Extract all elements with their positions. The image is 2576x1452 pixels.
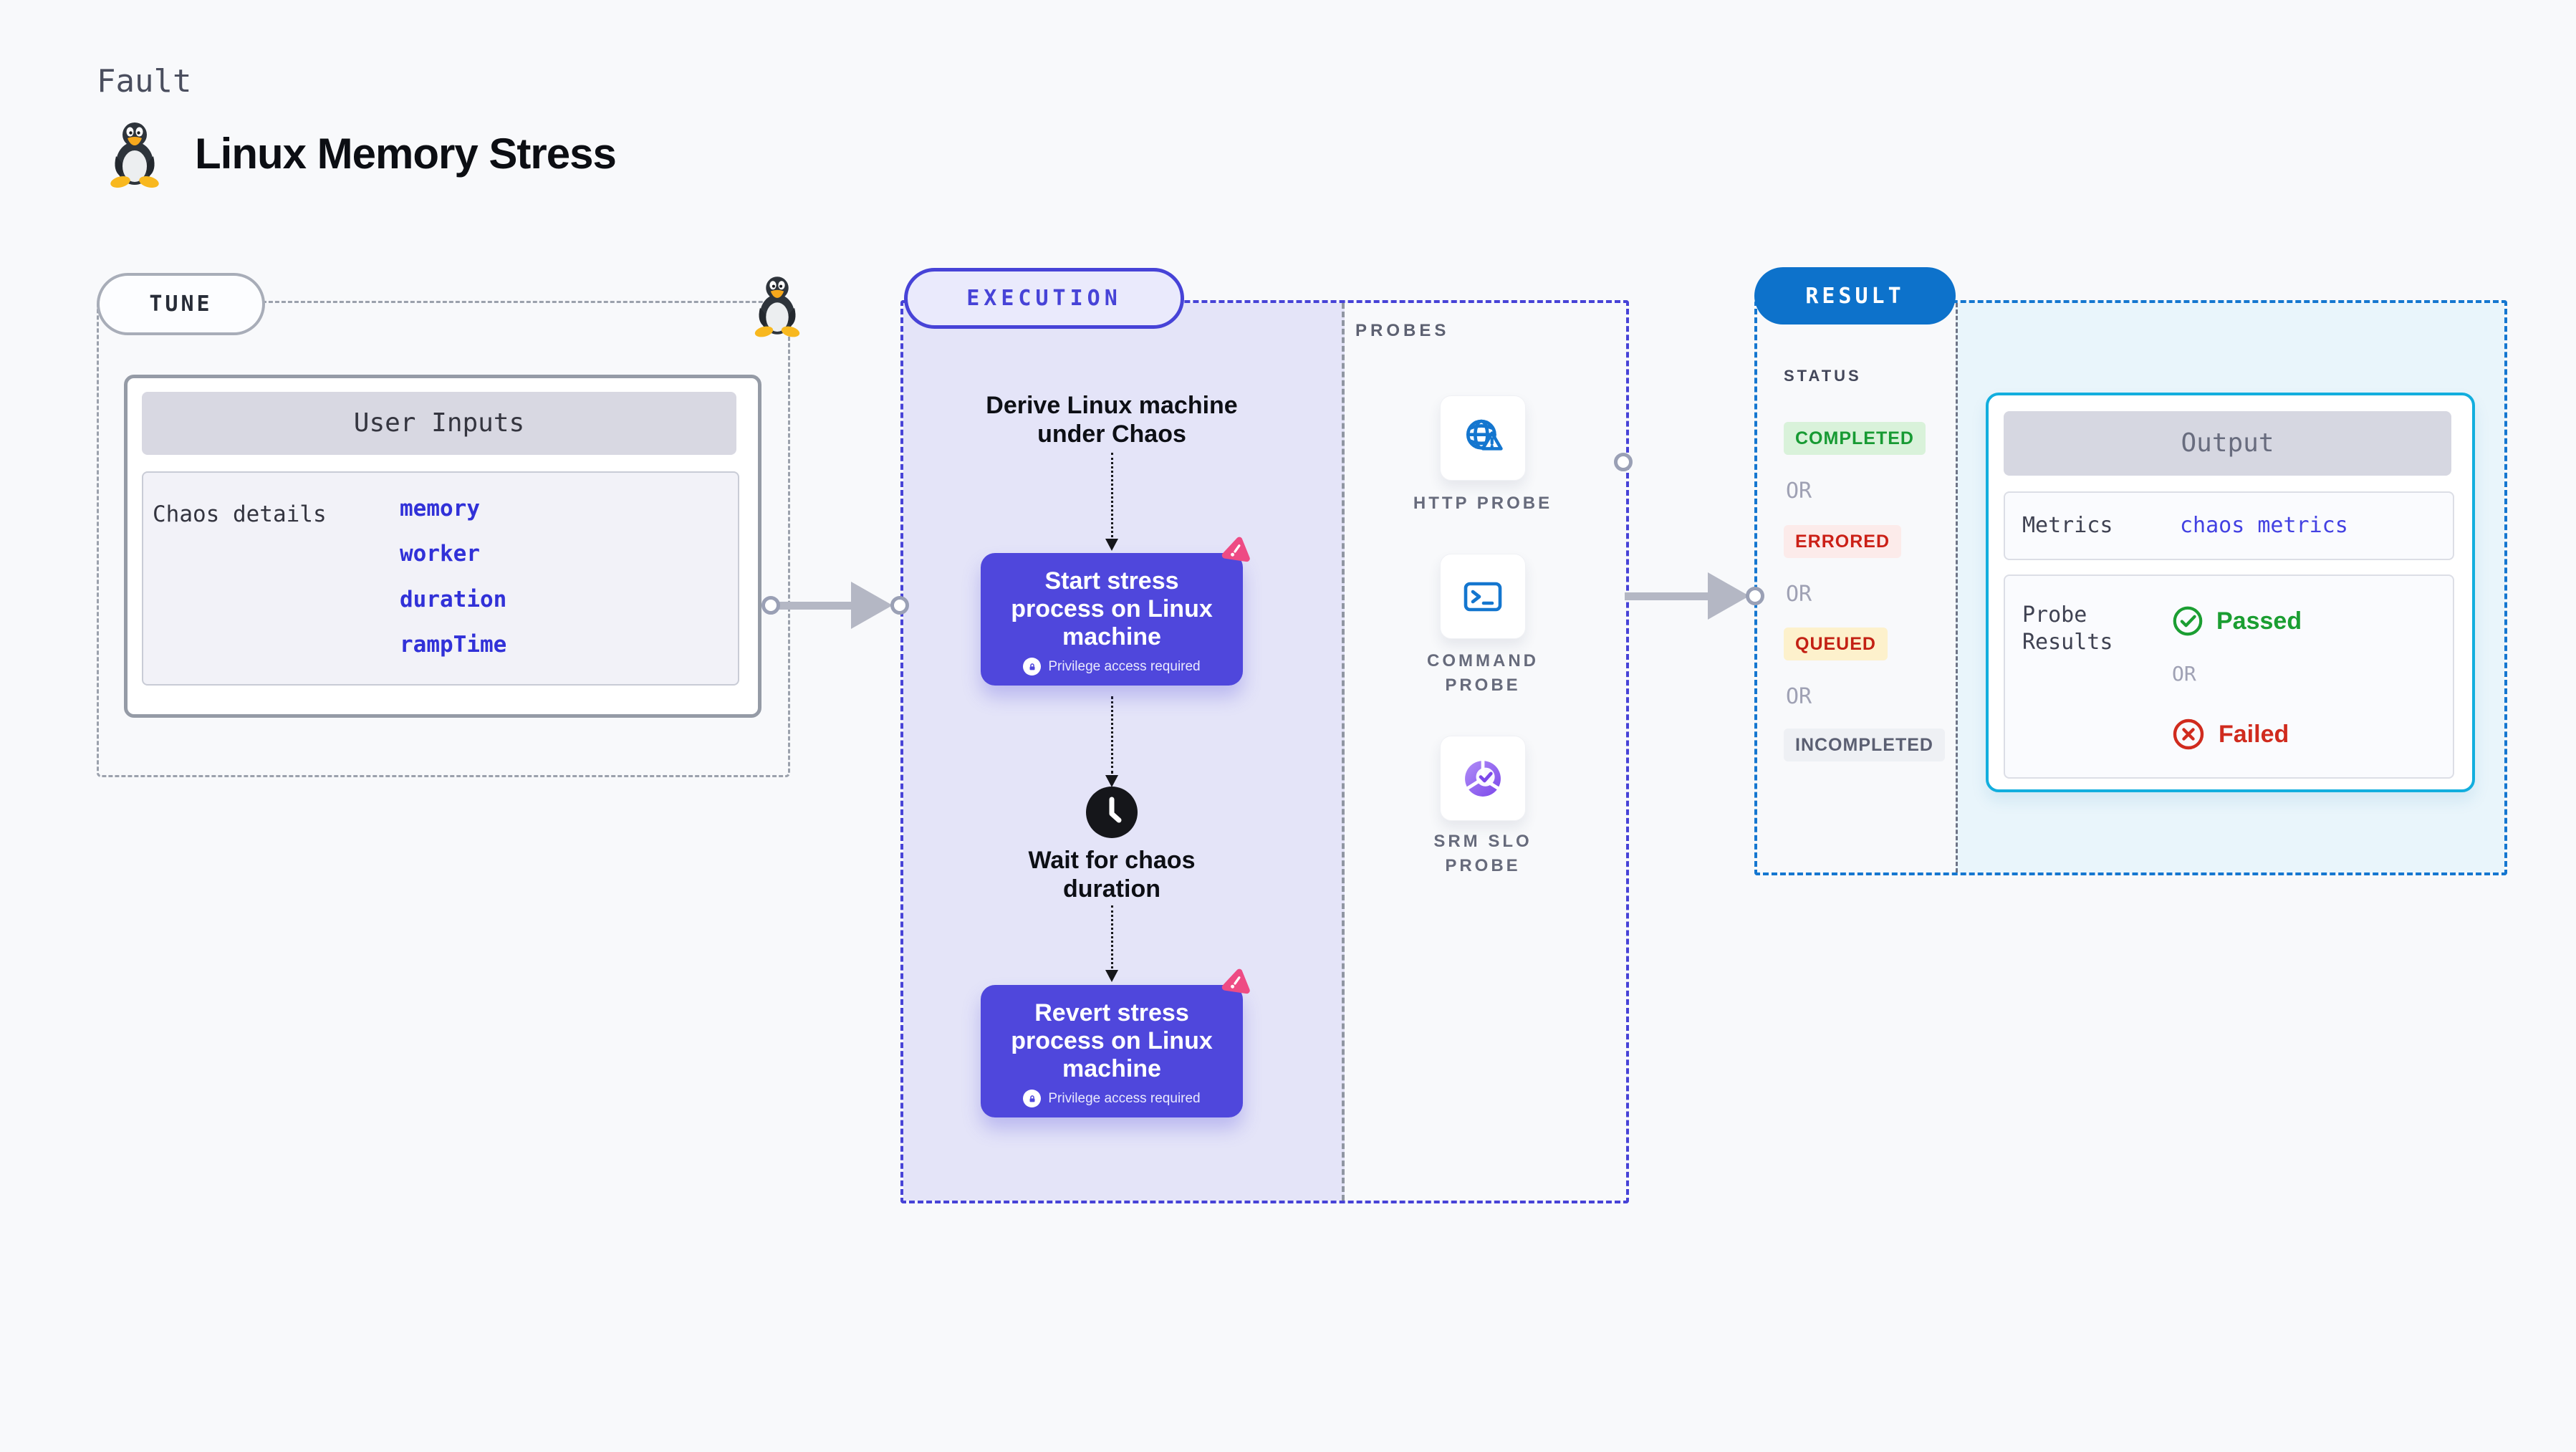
arrow-execution-to-result-shaft [1625,592,1709,600]
connector-dot-tune [761,596,780,615]
page-title: Linux Memory Stress [195,130,617,178]
privilege-badge-text: Privilege access required [1048,658,1201,674]
result-section-label: RESULT [1805,283,1905,309]
probe-results-label: Probe Results [2022,602,2113,655]
arrow-tune-to-execution-shaft [778,602,852,610]
metrics-value-link: chaos metrics [2180,513,2348,538]
chaos-experiment-icon [1221,968,1250,994]
user-inputs-header: User Inputs [142,392,736,455]
passed-label: Passed [2216,607,2302,635]
execution-section-pill: EXECUTION [904,268,1184,329]
tune-section-label: TUNE [149,292,213,317]
or-separator: OR [2172,662,2196,686]
status-badge-queued: QUEUED [1784,628,1888,660]
or-separator: OR [1786,684,1812,709]
lock-icon [1023,658,1042,675]
output-card: Output Metrics chaos metrics Probe Resul… [1986,393,2475,792]
start-stress-title: Start stress process on Linux machine [1011,567,1213,650]
metrics-row: Metrics chaos metrics [2004,491,2454,560]
flow-connector-1 [1111,453,1113,537]
probe-label-srm-slo: SRM SLO PROBE [1433,832,1532,875]
user-inputs-body [142,471,739,686]
revert-stress-node: Revert stress process on Linux machine P… [981,985,1243,1117]
wait-duration-text: Wait for chaos duration [1028,847,1196,903]
probe-label-command: COMMAND PROBE [1427,651,1539,695]
terminal-icon [1464,582,1502,611]
lock-icon [1023,1090,1042,1107]
connector-dot-probes-out [1614,453,1633,471]
start-stress-node: Start stress process on Linux machine Pr… [981,553,1243,686]
input-ramptime: rampTime [400,632,507,658]
privilege-badge-text: Privilege access required [1048,1090,1201,1106]
status-badge-incompleted: INCOMPLETED [1784,729,1945,761]
tune-section-pill: TUNE [97,273,265,335]
arrow-execution-to-result-head [1708,572,1749,620]
passed-check-icon [2173,606,2203,636]
arrow-tune-to-execution-head [851,582,893,629]
input-worker: worker [400,541,480,567]
failed-label: Failed [2219,721,2289,748]
or-separator: OR [1786,582,1812,607]
probe-card-http [1440,395,1526,481]
status-badge-completed: COMPLETED [1784,422,1926,455]
input-duration: duration [400,587,507,612]
probes-section-label: PROBES [1355,321,1450,340]
output-header: Output [2004,411,2451,476]
probe-results-row: Probe Results Passed OR Failed [2004,574,2454,779]
flow-connector-2 [1111,696,1113,774]
flow-connector-3 [1111,905,1113,968]
status-heading: STATUS [1784,367,1862,385]
tux-linux-icon [110,122,159,188]
probe-label-http: HTTP PROBE [1413,494,1553,513]
probe-card-command [1440,554,1526,639]
flow-connector-1-arrowhead [1105,539,1118,551]
status-badge-errored: ERRORED [1784,525,1902,558]
fault-kicker: Fault [97,63,192,100]
slo-donut-check-icon [1465,759,1501,797]
failed-x-icon [2173,718,2204,750]
or-separator: OR [1786,479,1812,504]
input-memory: memory [400,496,480,521]
revert-stress-title: Revert stress process on Linux machine [1011,999,1213,1082]
globe-alert-icon [1466,419,1503,451]
connector-dot-execution-in [890,596,909,615]
probe-card-srm-slo [1440,736,1526,821]
derive-machine-text: Derive Linux machine under Chaos [986,392,1238,448]
connector-dot-result-in [1746,587,1764,605]
chaos-experiment-icon [1221,537,1250,562]
tux-linux-icon-small [754,277,800,337]
metrics-label: Metrics [2022,513,2113,538]
result-section-pill: RESULT [1754,267,1956,324]
chaos-details-label: Chaos details [153,501,327,527]
flow-connector-3-arrowhead [1105,970,1118,982]
flow-connector-2-arrowhead [1105,775,1118,787]
clock-icon [1086,787,1138,838]
execution-section-label: EXECUTION [966,286,1122,311]
tune-section-box [97,301,790,777]
